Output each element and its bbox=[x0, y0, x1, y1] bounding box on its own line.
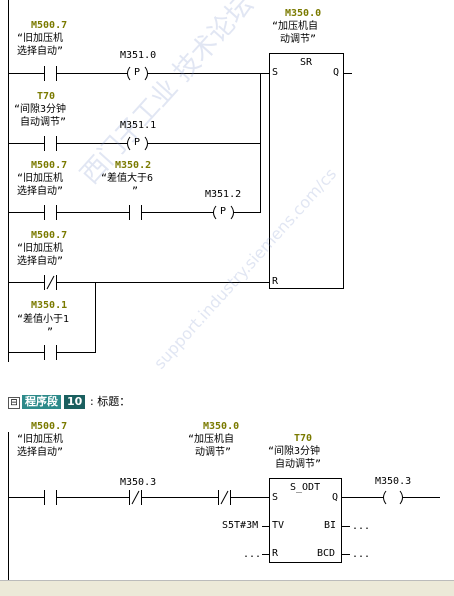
sr-pin-r: R bbox=[272, 276, 279, 287]
contact-comment: “差值小于1 bbox=[17, 314, 70, 325]
contact-address[interactable]: M500.7 bbox=[31, 421, 68, 432]
coil-symbol: P bbox=[134, 137, 141, 148]
sr-address[interactable]: M350.0 bbox=[285, 8, 322, 19]
sr-pin-s: S bbox=[272, 67, 279, 78]
contact-comment: ” bbox=[132, 186, 139, 197]
contact-address[interactable]: M500.7 bbox=[31, 160, 68, 171]
timer-tv-value[interactable]: S5T#3M bbox=[222, 520, 259, 531]
contact-comment: 动调节” bbox=[195, 447, 232, 458]
timer-bi-output[interactable]: ... bbox=[352, 521, 371, 532]
timer-pin-r: R bbox=[272, 548, 279, 559]
coil-address[interactable]: M351.2 bbox=[205, 189, 242, 200]
timer-pin-tv: TV bbox=[272, 520, 285, 531]
timer-pin-s: S bbox=[272, 492, 279, 503]
contact-comment: 选择自动” bbox=[17, 447, 64, 458]
timer-comment: “间隙3分钟 bbox=[268, 446, 321, 457]
segment-label: 程序段 bbox=[22, 395, 61, 409]
coil-address[interactable]: M351.0 bbox=[120, 50, 157, 61]
contact-address[interactable]: M350.1 bbox=[31, 300, 68, 311]
contact-comment: 自动调节” bbox=[20, 117, 67, 128]
sr-pin-q: Q bbox=[333, 67, 340, 78]
sr-comment: 动调节” bbox=[280, 34, 317, 45]
timer-type: S_ODT bbox=[290, 482, 321, 493]
contact-address[interactable]: T70 bbox=[37, 91, 56, 102]
segment-title[interactable]: : 标题： bbox=[90, 395, 131, 408]
contact-comment: “旧加压机 bbox=[17, 33, 64, 44]
contact-comment: 选择自动” bbox=[17, 186, 64, 197]
timer-r-input[interactable]: ... bbox=[243, 549, 262, 560]
contact-comment: ” bbox=[47, 327, 54, 338]
contact-comment: “间隙3分钟 bbox=[14, 104, 67, 115]
contact-comment: “旧加压机 bbox=[17, 173, 64, 184]
contact-comment: 选择自动” bbox=[17, 256, 64, 267]
contact-comment: “旧加压机 bbox=[17, 434, 64, 445]
collapse-toggle-icon[interactable]: ⊟ bbox=[8, 397, 20, 409]
sr-comment: “加压机自 bbox=[272, 21, 319, 32]
timer-pin-bi: BI bbox=[324, 520, 337, 531]
coil-symbol: P bbox=[134, 67, 141, 78]
coil-symbol: P bbox=[220, 206, 227, 217]
contact-address[interactable]: M500.7 bbox=[31, 230, 68, 241]
contact-address[interactable]: M500.7 bbox=[31, 20, 68, 31]
segment-number: 10 bbox=[64, 395, 86, 409]
coil-address[interactable]: M350.3 bbox=[375, 476, 412, 487]
contact-comment: “旧加压机 bbox=[17, 243, 64, 254]
timer-pin-bcd: BCD bbox=[317, 548, 336, 559]
timer-comment: 自动调节” bbox=[275, 459, 322, 470]
timer-bcd-output[interactable]: ... bbox=[352, 549, 371, 560]
horizontal-scrollbar[interactable] bbox=[0, 580, 454, 596]
contact-address[interactable]: M350.0 bbox=[203, 421, 240, 432]
contact-comment: 选择自动” bbox=[17, 46, 64, 57]
coil-address[interactable]: M351.1 bbox=[120, 120, 157, 131]
contact-address[interactable]: M350.2 bbox=[115, 160, 152, 171]
contact-comment: “差值大于6 bbox=[101, 173, 154, 184]
timer-address[interactable]: T70 bbox=[294, 433, 313, 444]
contact-comment: “加压机自 bbox=[188, 434, 235, 445]
sr-type: SR bbox=[300, 57, 313, 68]
timer-pin-q: Q bbox=[332, 492, 339, 503]
contact-address[interactable]: M350.3 bbox=[120, 477, 157, 488]
